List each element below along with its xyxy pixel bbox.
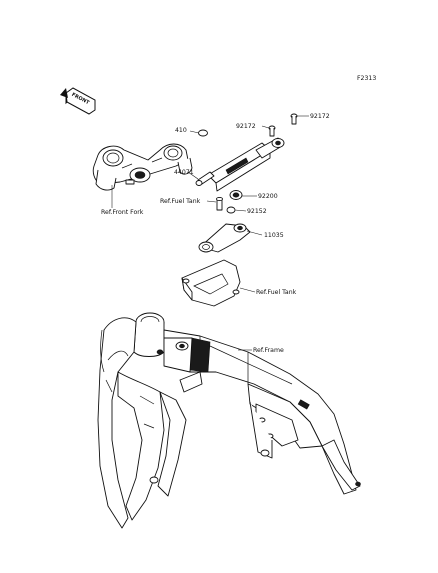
label-92152: 92152 [247, 208, 267, 215]
label-92172-right: 92172 [310, 113, 330, 120]
collar-92200 [229, 190, 243, 200]
bracket-11035 [198, 223, 251, 253]
frame [97, 312, 361, 529]
label-ref-fuel-tank-lower: Ref.Fuel Tank [256, 289, 297, 296]
front-arrow-icon: FRONT [60, 87, 96, 115]
label-ref-front-fork: Ref.Front Fork [101, 209, 144, 216]
steering-damper [195, 137, 285, 192]
label-ref-fuel-tank-upper: Ref.Fuel Tank [160, 198, 201, 205]
label-92200: 92200 [258, 193, 278, 200]
washer-410 [198, 129, 208, 137]
label-410: 410 [175, 127, 187, 134]
bolt-92172-left [268, 125, 276, 137]
figure-code: F2313 [357, 75, 376, 82]
label-11035: 11035 [264, 232, 284, 239]
label-ref-frame: Ref.Frame [253, 347, 284, 354]
label-44071: 44071 [174, 169, 194, 176]
label-92172-left: 92172 [236, 123, 256, 130]
washer-92152 [226, 206, 236, 214]
upper-triple-clamp [92, 143, 193, 191]
bolt-fuel-tank [216, 196, 223, 211]
fuel-tank-bracket [181, 259, 241, 307]
bolt-92172-right [290, 113, 298, 125]
leader-lines [111, 115, 309, 351]
